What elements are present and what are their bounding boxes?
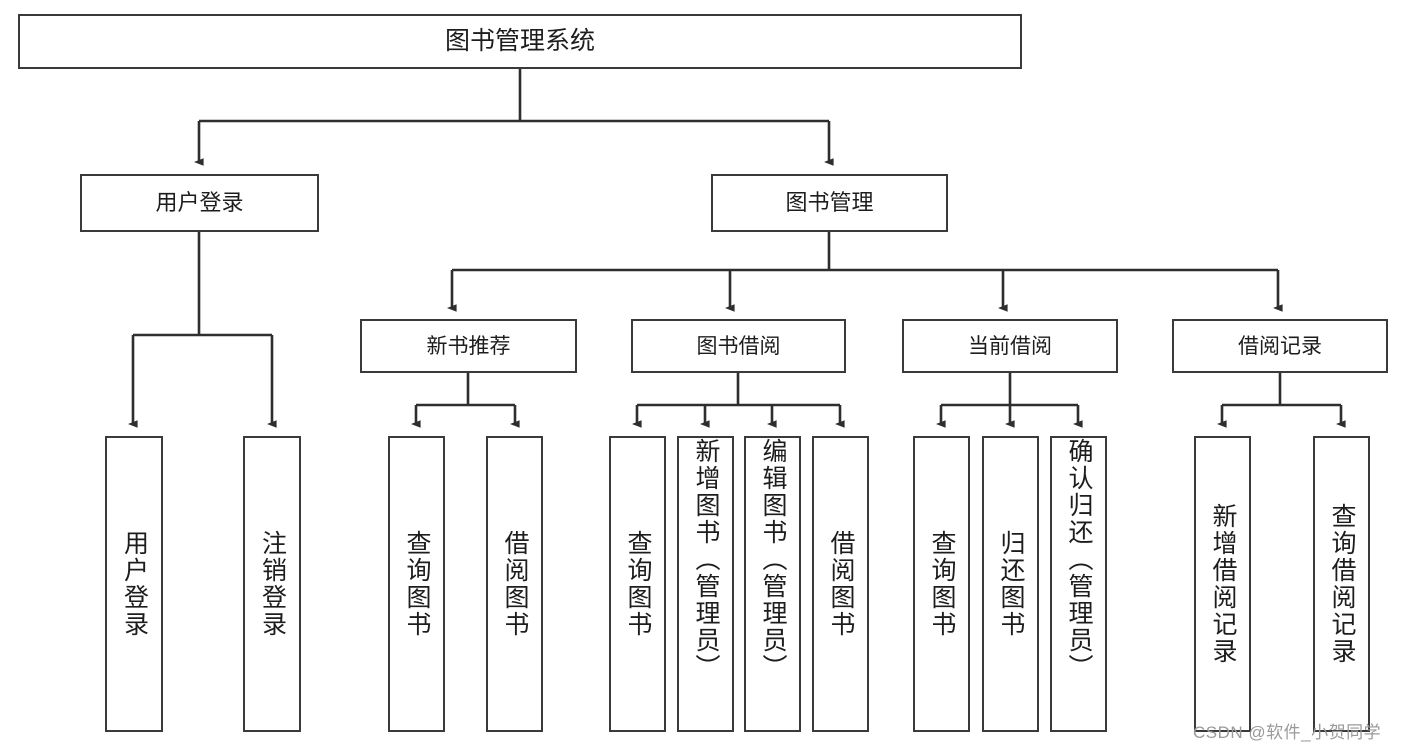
node-new-book-rec[interactable]: 新书推荐 bbox=[360, 319, 577, 373]
node-current-borrow-label: 当前借阅 bbox=[968, 334, 1052, 358]
node-root[interactable]: 图书管理系统 bbox=[18, 14, 1022, 69]
node-user-login-label: 用户登录 bbox=[155, 190, 244, 215]
leaf-logout[interactable]: 注销登录 bbox=[243, 436, 301, 732]
leaf-borrow-book-2[interactable]: 借阅图书 bbox=[812, 436, 869, 732]
node-book-manage[interactable]: 图书管理 bbox=[711, 174, 948, 232]
leaf-confirm-return-label: 确认归还（管理员） bbox=[1065, 438, 1093, 681]
leaf-query-book-3-label: 查询图书 bbox=[928, 530, 956, 638]
leaf-user-login[interactable]: 用户登录 bbox=[105, 436, 163, 732]
node-book-borrow[interactable]: 图书借阅 bbox=[631, 319, 846, 373]
leaf-return-book[interactable]: 归还图书 bbox=[982, 436, 1039, 732]
leaf-add-book-label: 新增图书（管理员） bbox=[692, 438, 720, 681]
node-borrow-record-label: 借阅记录 bbox=[1238, 334, 1322, 358]
watermark-text: CSDN @软件_小贺同学 bbox=[1193, 723, 1382, 742]
leaf-query-record[interactable]: 查询借阅记录 bbox=[1313, 436, 1370, 732]
leaf-logout-label: 注销登录 bbox=[258, 530, 287, 638]
leaf-return-book-label: 归还图书 bbox=[997, 530, 1025, 638]
node-current-borrow[interactable]: 当前借阅 bbox=[902, 319, 1118, 373]
node-root-label: 图书管理系统 bbox=[444, 27, 595, 55]
node-book-manage-label: 图书管理 bbox=[785, 190, 874, 215]
leaf-user-login-label: 用户登录 bbox=[120, 530, 149, 638]
leaf-confirm-return[interactable]: 确认归还（管理员） bbox=[1050, 436, 1107, 732]
leaf-query-book-1[interactable]: 查询图书 bbox=[388, 436, 445, 732]
leaf-borrow-book-2-label: 借阅图书 bbox=[827, 530, 855, 638]
leaf-edit-book[interactable]: 编辑图书（管理员） bbox=[744, 436, 801, 732]
leaf-query-book-1-label: 查询图书 bbox=[403, 530, 431, 638]
leaf-add-record[interactable]: 新增借阅记录 bbox=[1194, 436, 1251, 732]
leaf-query-book-2-label: 查询图书 bbox=[624, 530, 652, 638]
leaf-query-record-label: 查询借阅记录 bbox=[1328, 503, 1356, 665]
leaf-borrow-book-1[interactable]: 借阅图书 bbox=[486, 436, 543, 732]
leaf-query-book-2[interactable]: 查询图书 bbox=[609, 436, 666, 732]
leaf-borrow-book-1-label: 借阅图书 bbox=[501, 530, 529, 638]
node-user-login[interactable]: 用户登录 bbox=[80, 174, 319, 232]
node-book-borrow-label: 图书借阅 bbox=[696, 334, 781, 358]
node-borrow-record[interactable]: 借阅记录 bbox=[1172, 319, 1388, 373]
leaf-add-record-label: 新增借阅记录 bbox=[1209, 503, 1237, 665]
leaf-add-book[interactable]: 新增图书（管理员） bbox=[677, 436, 734, 732]
node-new-book-rec-label: 新书推荐 bbox=[426, 334, 511, 358]
leaf-edit-book-label: 编辑图书（管理员） bbox=[759, 438, 787, 681]
leaf-query-book-3[interactable]: 查询图书 bbox=[913, 436, 970, 732]
